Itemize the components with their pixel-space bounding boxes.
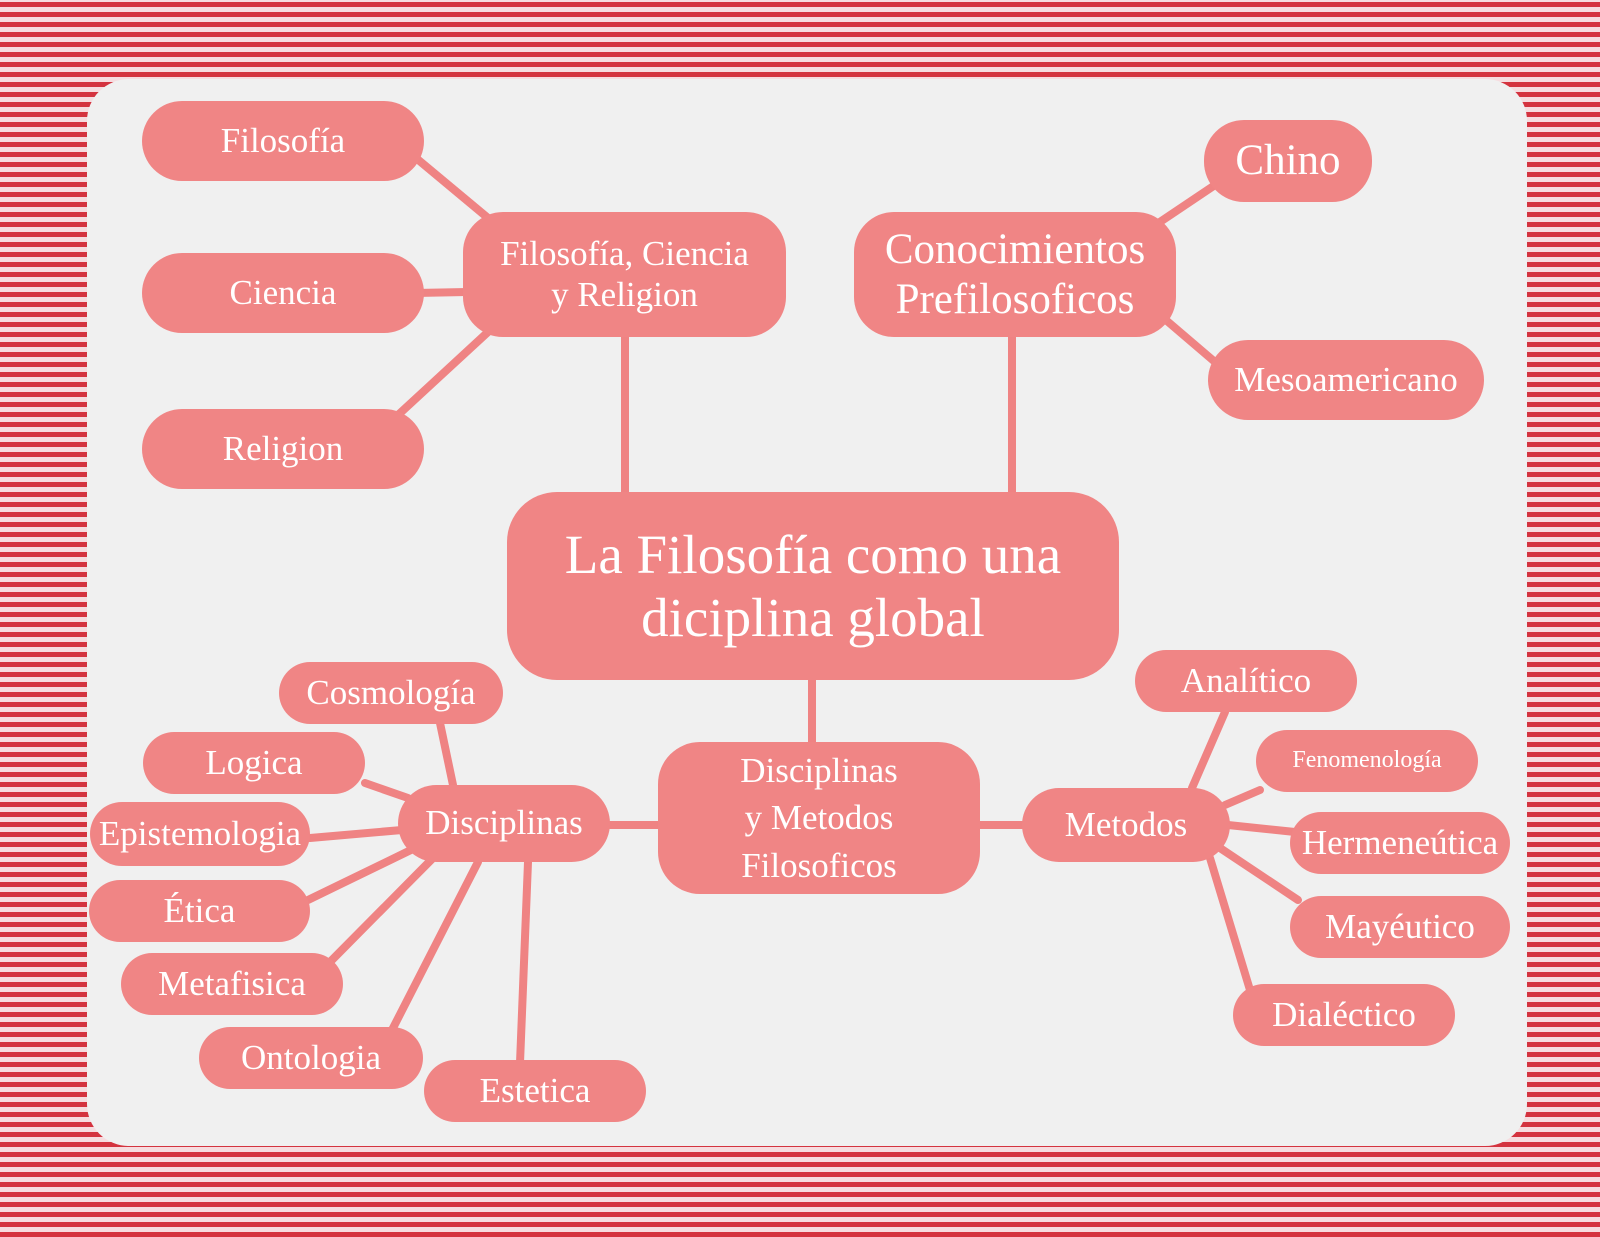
- node-mayeutico: Mayéutico: [1290, 896, 1510, 958]
- link-met-hermeneutica: [1224, 821, 1299, 836]
- node-chino: Chino: [1204, 120, 1372, 202]
- link-met-dialectico: [1206, 854, 1254, 994]
- node-epistemologia: Epistemologia: [90, 802, 310, 866]
- link-disc-ontologia: [388, 858, 482, 1034]
- node-fenomenologia: Fenomenología: [1256, 730, 1478, 792]
- node-dialectico: Dialéctico: [1233, 984, 1455, 1046]
- link-met-mayeutico: [1216, 844, 1302, 904]
- link-disc-logica: [361, 779, 412, 802]
- branch-filosofia-ciencia-religion: Filosofía, Ciencia y Religion: [463, 212, 786, 337]
- link-disc-epistemologia: [306, 826, 406, 842]
- node-hermeneutica: Hermeneútica: [1290, 812, 1510, 874]
- node-logica: Logica: [143, 732, 365, 794]
- link-prefilo-mesoamericano: [1156, 311, 1219, 366]
- link-fcr-filosofia: [406, 149, 492, 222]
- link-met-fenomenologia: [1221, 786, 1264, 809]
- node-filosofia: Filosofía: [142, 101, 424, 181]
- node-estetica: Estetica: [424, 1060, 646, 1122]
- node-disciplinas: Disciplinas: [398, 785, 610, 862]
- node-cosmologia: Cosmología: [279, 662, 503, 724]
- link-disc-cosmologia: [436, 719, 457, 789]
- node-metafisica: Metafisica: [121, 953, 343, 1015]
- node-ontologia: Ontologia: [199, 1027, 423, 1089]
- link-met-analitico: [1188, 708, 1229, 792]
- link-disc-metafisica: [326, 854, 437, 966]
- link-disc-estetica: [516, 858, 532, 1067]
- node-analitico: Analítico: [1135, 650, 1357, 712]
- link-disc-etica: [304, 844, 419, 904]
- node-metodos: Metodos: [1022, 788, 1230, 862]
- link-fcr-religion: [394, 328, 492, 419]
- node-etica: Ética: [89, 880, 310, 942]
- node-mesoamericano: Mesoamericano: [1208, 340, 1484, 420]
- node-religion: Religion: [142, 409, 424, 489]
- node-ciencia: Ciencia: [142, 253, 424, 333]
- branch-conocimientos-prefilosoficos: Conocimientos Prefilosoficos: [854, 212, 1176, 337]
- center-topic-node: La Filosofía como una diciplina global: [507, 492, 1119, 680]
- branch-disciplinas-y-metodos: Disciplinas y Metodos Filosoficos: [658, 742, 980, 894]
